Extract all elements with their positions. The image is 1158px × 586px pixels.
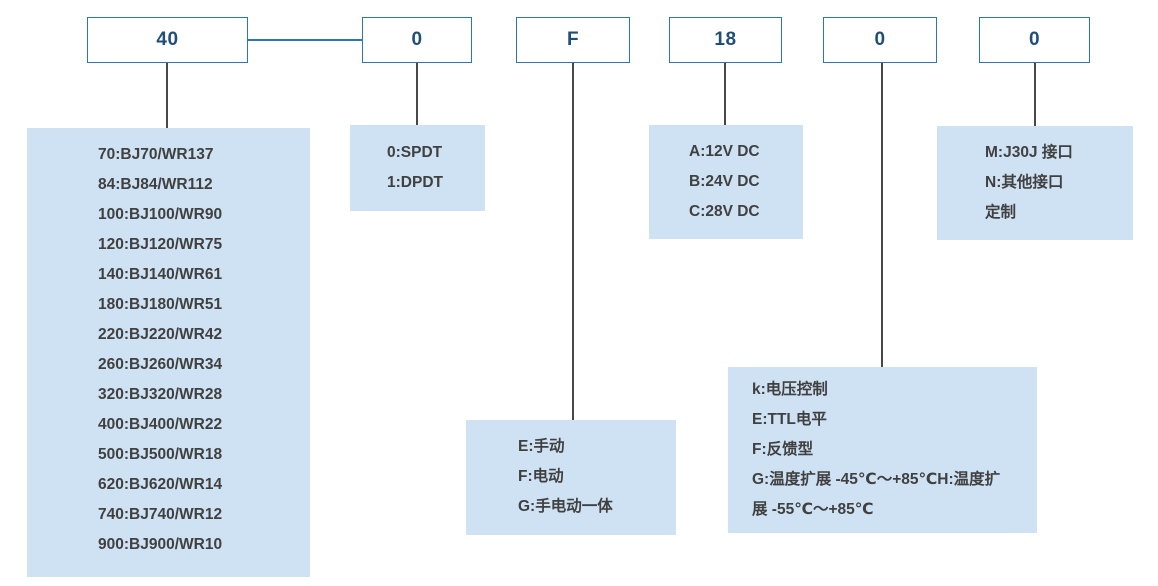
option-line: E:TTL电平: [752, 411, 827, 428]
option-line: 140:BJ140/WR61: [98, 266, 223, 283]
option-line: N:其他接口: [985, 174, 1064, 191]
option-line: A:12V DC: [689, 143, 760, 160]
option-line: 320:BJ320/WR28: [98, 386, 223, 403]
option-line: C:28V DC: [689, 203, 760, 220]
option-line: E:手动: [518, 438, 565, 455]
option-line: k:电压控制: [752, 381, 828, 398]
option-line: 400:BJ400/WR22: [98, 416, 223, 433]
drive-options-panel: E:手动 F:电动 G:手电动一体: [466, 420, 676, 535]
interface-code-box: 0: [979, 17, 1090, 63]
connector-line-pole: [416, 63, 418, 125]
option-line: 260:BJ260/WR34: [98, 356, 223, 373]
connector-line-drive: [572, 63, 574, 420]
option-line: 1:DPDT: [387, 174, 443, 191]
option-line: B:24V DC: [689, 173, 760, 190]
option-line: 220:BJ220/WR42: [98, 326, 223, 343]
pole-type-code-box: 0: [362, 17, 472, 63]
control-code-box: 0: [823, 17, 937, 63]
option-line: 180:BJ180/WR51: [98, 296, 223, 313]
option-line: 100:BJ100/WR90: [98, 206, 223, 223]
band-options-panel: 70:BJ70/WR137 84:BJ84/WR112 100:BJ100/WR…: [27, 128, 310, 577]
option-line: 展 -55℃～+85℃: [752, 501, 874, 518]
option-line: 740:BJ740/WR12: [98, 506, 223, 523]
connector-line-voltage: [724, 63, 726, 125]
option-line: F:反馈型: [752, 441, 814, 458]
option-line: 620:BJ620/WR14: [98, 476, 223, 493]
pole-options-panel: 0:SPDT 1:DPDT: [350, 125, 485, 211]
option-line: 900:BJ900/WR10: [98, 536, 223, 553]
option-line: G:手电动一体: [518, 498, 613, 515]
option-line: 定制: [985, 204, 1017, 221]
connector-line-control: [881, 63, 883, 367]
interface-options-panel: M:J30J 接口 N:其他接口 定制: [937, 126, 1133, 240]
drive-code-box: F: [516, 17, 630, 63]
option-line: 0:SPDT: [387, 144, 443, 161]
control-options-panel: k:电压控制 E:TTL电平 F:反馈型 G:温度扩展 -45℃～+85℃H:温…: [728, 367, 1037, 533]
option-line: M:J30J 接口: [985, 144, 1073, 161]
link-line: [248, 39, 362, 41]
band-code-box: 40: [87, 17, 248, 63]
option-line: 84:BJ84/WR112: [98, 176, 213, 193]
connector-line-interface: [1034, 63, 1036, 126]
voltage-code-box: 18: [669, 17, 782, 63]
option-line: 70:BJ70/WR137: [98, 146, 214, 163]
connector-line-band: [166, 63, 168, 128]
option-line: 500:BJ500/WR18: [98, 446, 223, 463]
option-line: 120:BJ120/WR75: [98, 236, 223, 253]
option-line: G:温度扩展 -45℃～+85℃H:温度扩: [752, 471, 1001, 488]
voltage-options-panel: A:12V DC B:24V DC C:28V DC: [649, 125, 803, 239]
option-line: F:电动: [518, 468, 564, 485]
